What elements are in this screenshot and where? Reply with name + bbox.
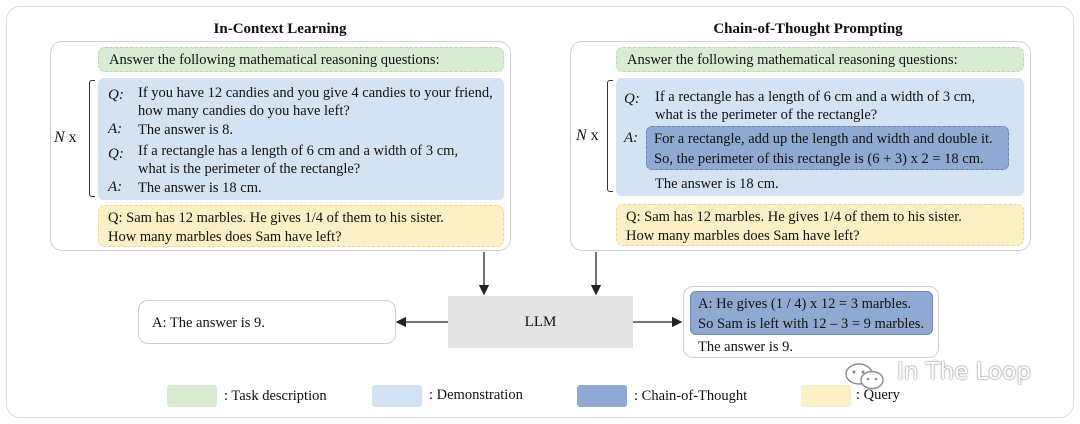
legend-swatch-demonstration bbox=[372, 385, 422, 407]
cot-query-line1: Q: Sam has 12 marbles. He gives 1/4 of t… bbox=[626, 209, 962, 225]
wechat-icon bbox=[845, 363, 884, 390]
cot-reasoning: For a rectangle, add up the length and w… bbox=[646, 126, 1009, 170]
llm-box: LLM bbox=[448, 296, 633, 348]
cot-query-line2: How many marbles does Sam have left? bbox=[626, 228, 860, 244]
legend: : Task description : Demonstration : Cha… bbox=[0, 383, 1080, 411]
icl-task-description: Answer the following mathematical reason… bbox=[98, 47, 504, 72]
icl-query-line1: Q: Sam has 12 marbles. He gives 1/4 of t… bbox=[108, 210, 444, 226]
cot-answer: The answer is 18 cm. bbox=[655, 176, 779, 192]
watermark-text: In The Loop bbox=[897, 359, 1031, 385]
cot-q-label: Q: bbox=[624, 91, 640, 107]
icl-output: A: The answer is 9. bbox=[138, 300, 396, 344]
icl-repeat-count: N x bbox=[54, 129, 77, 147]
cot-reasoning-line1: For a rectangle, add up the length and w… bbox=[654, 131, 993, 147]
cot-output-line1: A: He gives (1 / 4) x 12 = 3 marbles. bbox=[698, 296, 912, 312]
cot-repeat-brace bbox=[607, 80, 613, 192]
icl-query-line2: How many marbles does Sam have left? bbox=[108, 229, 342, 245]
icl-demo1-question-line2: how many candies do you have left? bbox=[138, 103, 350, 119]
icl-demo2-q-label: Q: bbox=[108, 146, 124, 162]
legend-label-task: : Task description bbox=[224, 388, 327, 404]
cot-x-symbol: x bbox=[590, 127, 599, 144]
icl-demo1-question-line1: If you have 12 candies and you give 4 ca… bbox=[138, 85, 493, 101]
cot-repeat-count: N x bbox=[576, 127, 599, 145]
cot-title: Chain-of-Thought Prompting bbox=[713, 21, 903, 37]
cot-query: Q: Sam has 12 marbles. He gives 1/4 of t… bbox=[616, 204, 1024, 246]
cot-n-symbol: N bbox=[576, 127, 587, 144]
icl-repeat-brace bbox=[89, 80, 95, 197]
cot-question-line1: If a rectangle has a length of 6 cm and … bbox=[655, 89, 976, 105]
cot-task-description: Answer the following mathematical reason… bbox=[616, 47, 1024, 72]
icl-demo2-answer: The answer is 18 cm. bbox=[138, 180, 262, 196]
icl-demo2-question-line1: If a rectangle has a length of 6 cm and … bbox=[138, 143, 459, 159]
icl-n-symbol: N bbox=[54, 129, 65, 146]
cot-output-line2: So Sam is left with 12 – 3 = 9 marbles. bbox=[698, 316, 925, 332]
legend-label-demonstration: : Demonstration bbox=[429, 387, 523, 403]
cot-a-label: A: bbox=[624, 130, 639, 146]
legend-swatch-cot bbox=[577, 385, 627, 407]
cot-reasoning-line2: So, the perimeter of this rectangle is (… bbox=[654, 151, 984, 167]
cot-output-reasoning: A: He gives (1 / 4) x 12 = 3 marbles. So… bbox=[690, 291, 933, 335]
legend-swatch-task bbox=[167, 385, 217, 407]
cot-output-answer: The answer is 9. bbox=[698, 339, 794, 355]
icl-demonstrations bbox=[98, 78, 504, 200]
legend-label-cot: : Chain-of-Thought bbox=[634, 388, 748, 404]
icl-demo1-answer: The answer is 8. bbox=[138, 122, 234, 138]
icl-demo1-a-label: A: bbox=[108, 121, 123, 137]
watermark: In The Loop bbox=[842, 359, 1042, 391]
icl-demo2-a-label: A: bbox=[108, 179, 123, 195]
legend-swatch-query bbox=[801, 385, 851, 407]
icl-demo1-q-label: Q: bbox=[108, 87, 124, 103]
legend-label-query: : Query bbox=[856, 387, 900, 403]
icl-output-text: A: The answer is 9. bbox=[152, 315, 265, 331]
icl-title: In-Context Learning bbox=[213, 21, 347, 37]
diagram-frame bbox=[6, 6, 1074, 418]
icl-x-symbol: x bbox=[68, 129, 77, 146]
icl-query: Q: Sam has 12 marbles. He gives 1/4 of t… bbox=[98, 205, 504, 247]
cot-question-line2: what is the perimeter of the rectangle? bbox=[655, 107, 878, 123]
icl-demo2-question-line2: what is the perimeter of the rectangle? bbox=[138, 161, 361, 177]
